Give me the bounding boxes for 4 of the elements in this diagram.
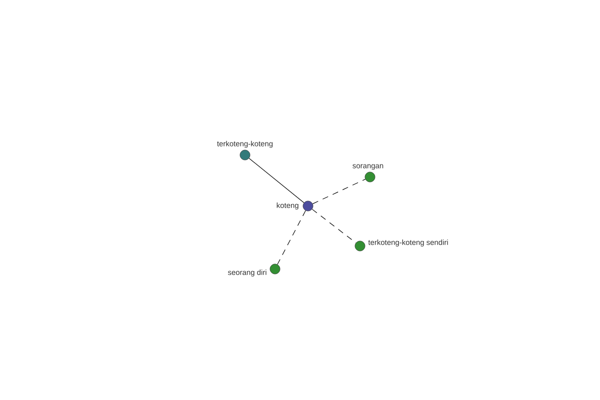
connector-line [312, 208, 356, 244]
connector-line [312, 178, 366, 204]
connector-line [277, 210, 306, 265]
connector-line [248, 158, 304, 204]
